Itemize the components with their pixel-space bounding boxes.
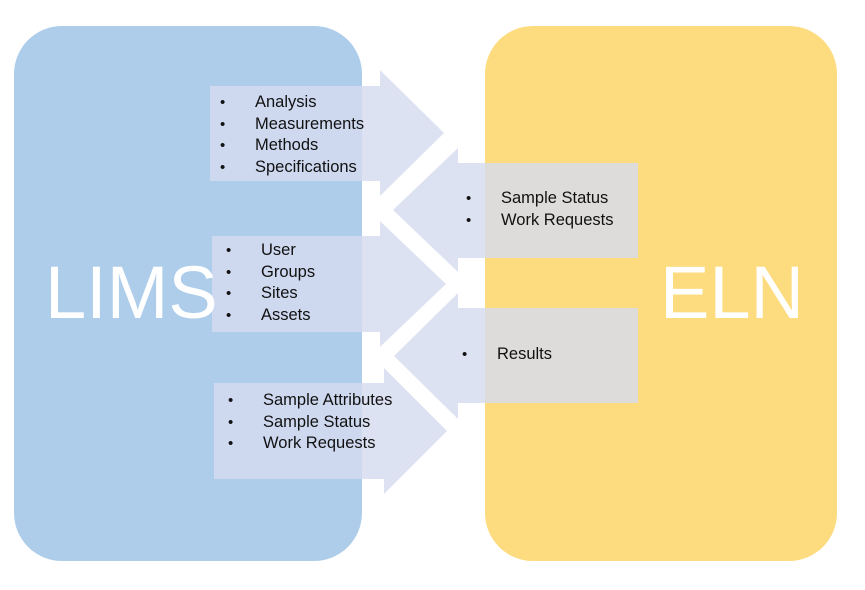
flow-item: Work Requests — [228, 433, 392, 455]
flow-2-list: Sample Status Work Requests — [466, 188, 614, 231]
flow-item: Measurements — [220, 114, 364, 136]
flow-item: Sample Status — [466, 188, 614, 210]
flow-3-list: User Groups Sites Assets — [226, 240, 315, 326]
flow-5-list: Sample Attributes Sample Status Work Req… — [228, 390, 392, 455]
eln-panel — [485, 26, 837, 561]
flow-item: Groups — [226, 262, 315, 284]
eln-label: ELN — [660, 251, 804, 334]
lims-label: LIMS — [45, 251, 218, 334]
flow-item: User — [226, 240, 315, 262]
flow-1-list: Analysis Measurements Methods Specificat… — [220, 92, 364, 178]
flow-item: Assets — [226, 305, 315, 327]
flow-4-list: Results — [462, 344, 552, 366]
flow-item: Specifications — [220, 157, 364, 179]
flow-item: Results — [462, 344, 552, 366]
flow-item: Sample Attributes — [228, 390, 392, 412]
flow-item: Work Requests — [466, 210, 614, 232]
flow-item: Sites — [226, 283, 315, 305]
flow-item: Analysis — [220, 92, 364, 114]
flow-item: Sample Status — [228, 412, 392, 434]
flow-item: Methods — [220, 135, 364, 157]
